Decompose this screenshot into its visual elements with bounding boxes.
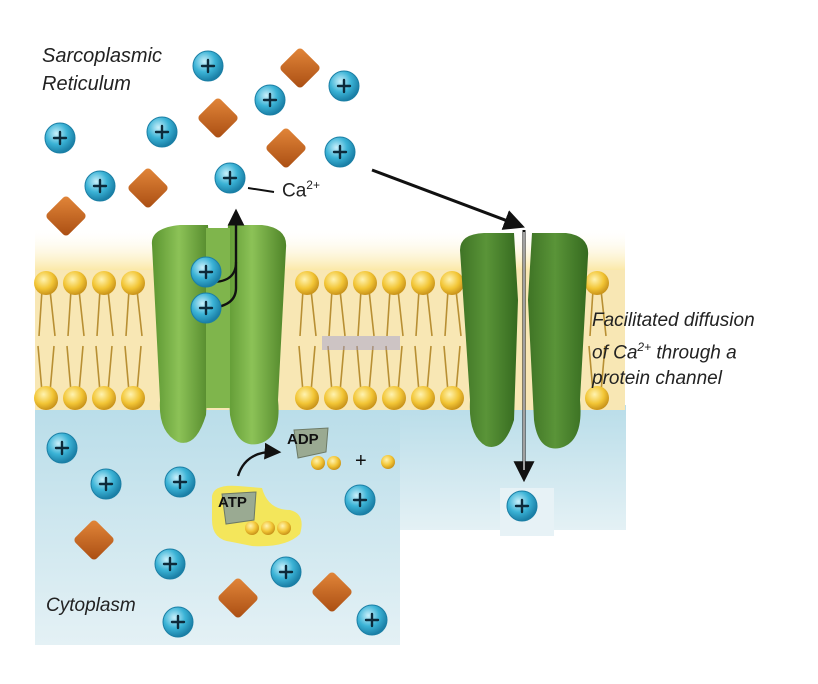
phospholipid-top [411,271,435,337]
phospholipid-bottom [324,345,348,410]
phospholipid-top [324,271,348,337]
phospholipid-bottom [585,345,609,410]
lipid-bilayer [34,270,625,410]
sr-label-line2: Reticulum [42,73,131,95]
phospholipid-bottom [382,345,406,410]
phospholipid-bottom [34,345,58,410]
diffusion-line2-pre: of Ca [592,342,638,364]
reaction-plus-sign: + [355,450,367,472]
diffusion-arrow-diagonal [371,168,525,230]
sr-label-line1: Sarcoplasmic [42,45,163,67]
diffusion-line2: of Ca2+ through a [592,334,755,366]
phospholipid-top [295,271,319,337]
phospholipid-top [34,271,58,337]
phospholipid-top [585,271,609,337]
sarcoplasmic-reticulum-label: Sarcoplasmic Reticulum [42,42,162,98]
phospholipid-bottom [121,345,145,410]
phospholipid-bottom [411,345,435,410]
phospholipid-bottom [295,345,319,410]
phospholipid-top [440,271,464,337]
phospholipid-bottom [353,345,377,410]
membrane-patch [322,336,400,350]
atp-molecule [212,485,302,547]
diffusion-line1: Facilitated diffusion [592,310,755,331]
diffusion-channel [460,233,589,449]
calcium-charge: 2+ [306,178,320,192]
atp-label: ATP [218,494,247,511]
facilitated-diffusion-label: Facilitated diffusion of Ca2+ through a … [592,308,755,392]
phospholipid-top [382,271,406,337]
calcium-label-line [247,187,275,193]
phospholipid-bottom [63,345,87,410]
phospholipid-bottom [440,345,464,410]
diffusion-line3: protein channel [592,368,722,390]
phospholipid-top [92,271,116,337]
diffusion-line2-post: through a [651,342,737,364]
cytoplasm-label: Cytoplasm [46,595,136,616]
phospholipid-top [121,271,145,337]
diffusion-line2-sup: 2+ [637,340,652,354]
phospholipid-top [63,271,87,337]
atp-to-adp-arrow [236,442,282,477]
phospholipid-bottom [92,345,116,410]
adp-label: ADP [287,431,319,448]
phospholipid-top [353,271,377,337]
adp-molecule [293,427,395,470]
calcium-ion-label: Ca2+ [282,178,320,202]
calcium-base: Ca [282,180,307,202]
